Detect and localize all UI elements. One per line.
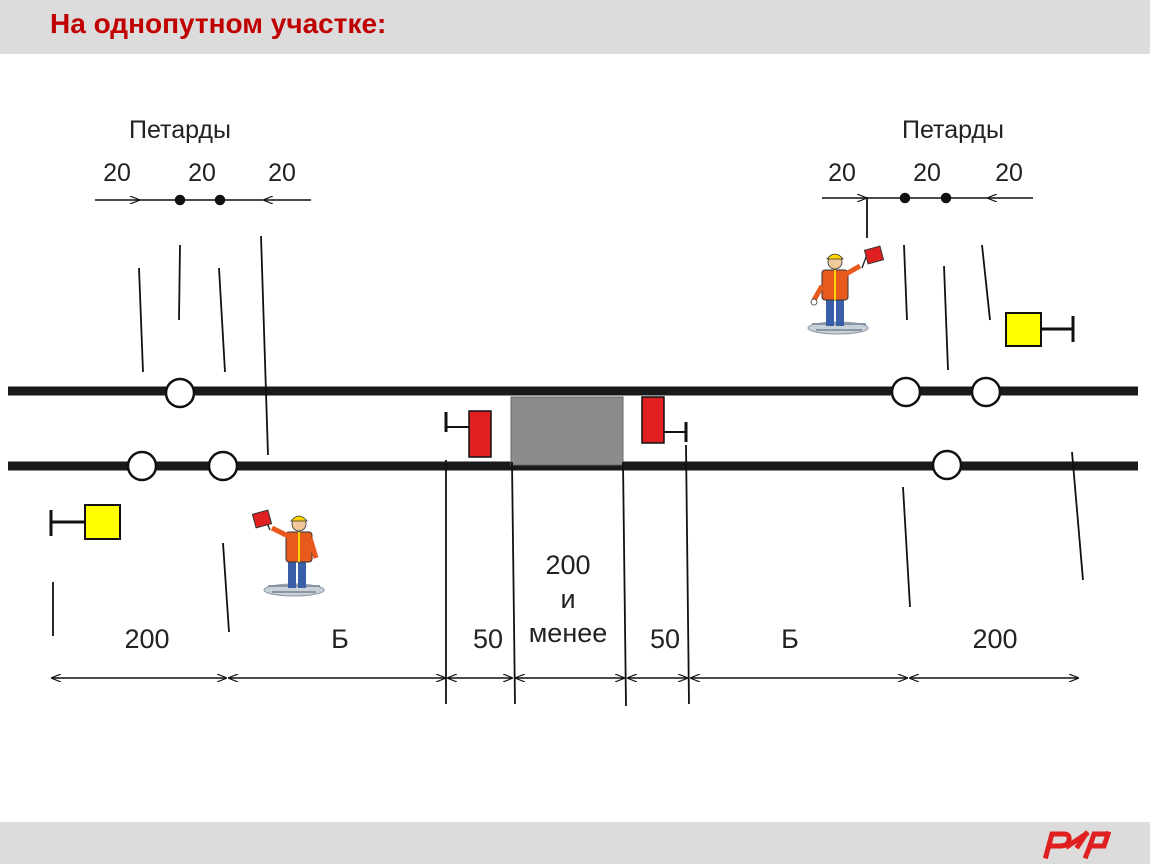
dim-label-5: 50 [650, 624, 680, 654]
petard-ruler-left [95, 194, 311, 206]
rzd-logo-icon [1042, 830, 1112, 860]
petards-label-left: Петарды [129, 116, 231, 144]
petard-circles [126, 376, 1002, 482]
petard-ruler-right [822, 192, 1033, 204]
signalman-icon-left [251, 509, 325, 597]
petard-spacing-left-2: 20 [188, 159, 216, 187]
dim-label-3: 50 [473, 624, 503, 654]
dim-label-4b: и [560, 584, 575, 614]
petard-spacing-right-1: 20 [828, 159, 856, 187]
red-stop-signal-left [444, 410, 492, 458]
page-title: На однопутном участке: [50, 8, 387, 39]
dim-label-1: 200 [124, 624, 169, 654]
petard-spacing-right-2: 20 [913, 159, 941, 187]
dim-label-7: 200 [972, 624, 1017, 654]
yellow-signal-right [1005, 312, 1075, 347]
signalman-icon-right [807, 245, 885, 335]
dim-label-2: Б [331, 624, 349, 654]
petard-spacing-left-3: 20 [268, 159, 296, 187]
dim-label-4c: менее [529, 618, 608, 648]
leader-lines [52, 197, 1084, 707]
footer-bar [0, 822, 1150, 864]
petard-spacing-right-3: 20 [995, 159, 1023, 187]
petards-label-right: Петарды [902, 116, 1004, 144]
dim-label-6: Б [781, 624, 799, 654]
dim-label-4a: 200 [545, 550, 590, 580]
header-bar: На однопутном участке: [0, 0, 1150, 54]
yellow-signal-left [49, 504, 121, 540]
petard-spacing-left-1: 20 [103, 159, 131, 187]
red-stop-signal-right [641, 396, 688, 444]
obstacle-block [510, 396, 624, 466]
